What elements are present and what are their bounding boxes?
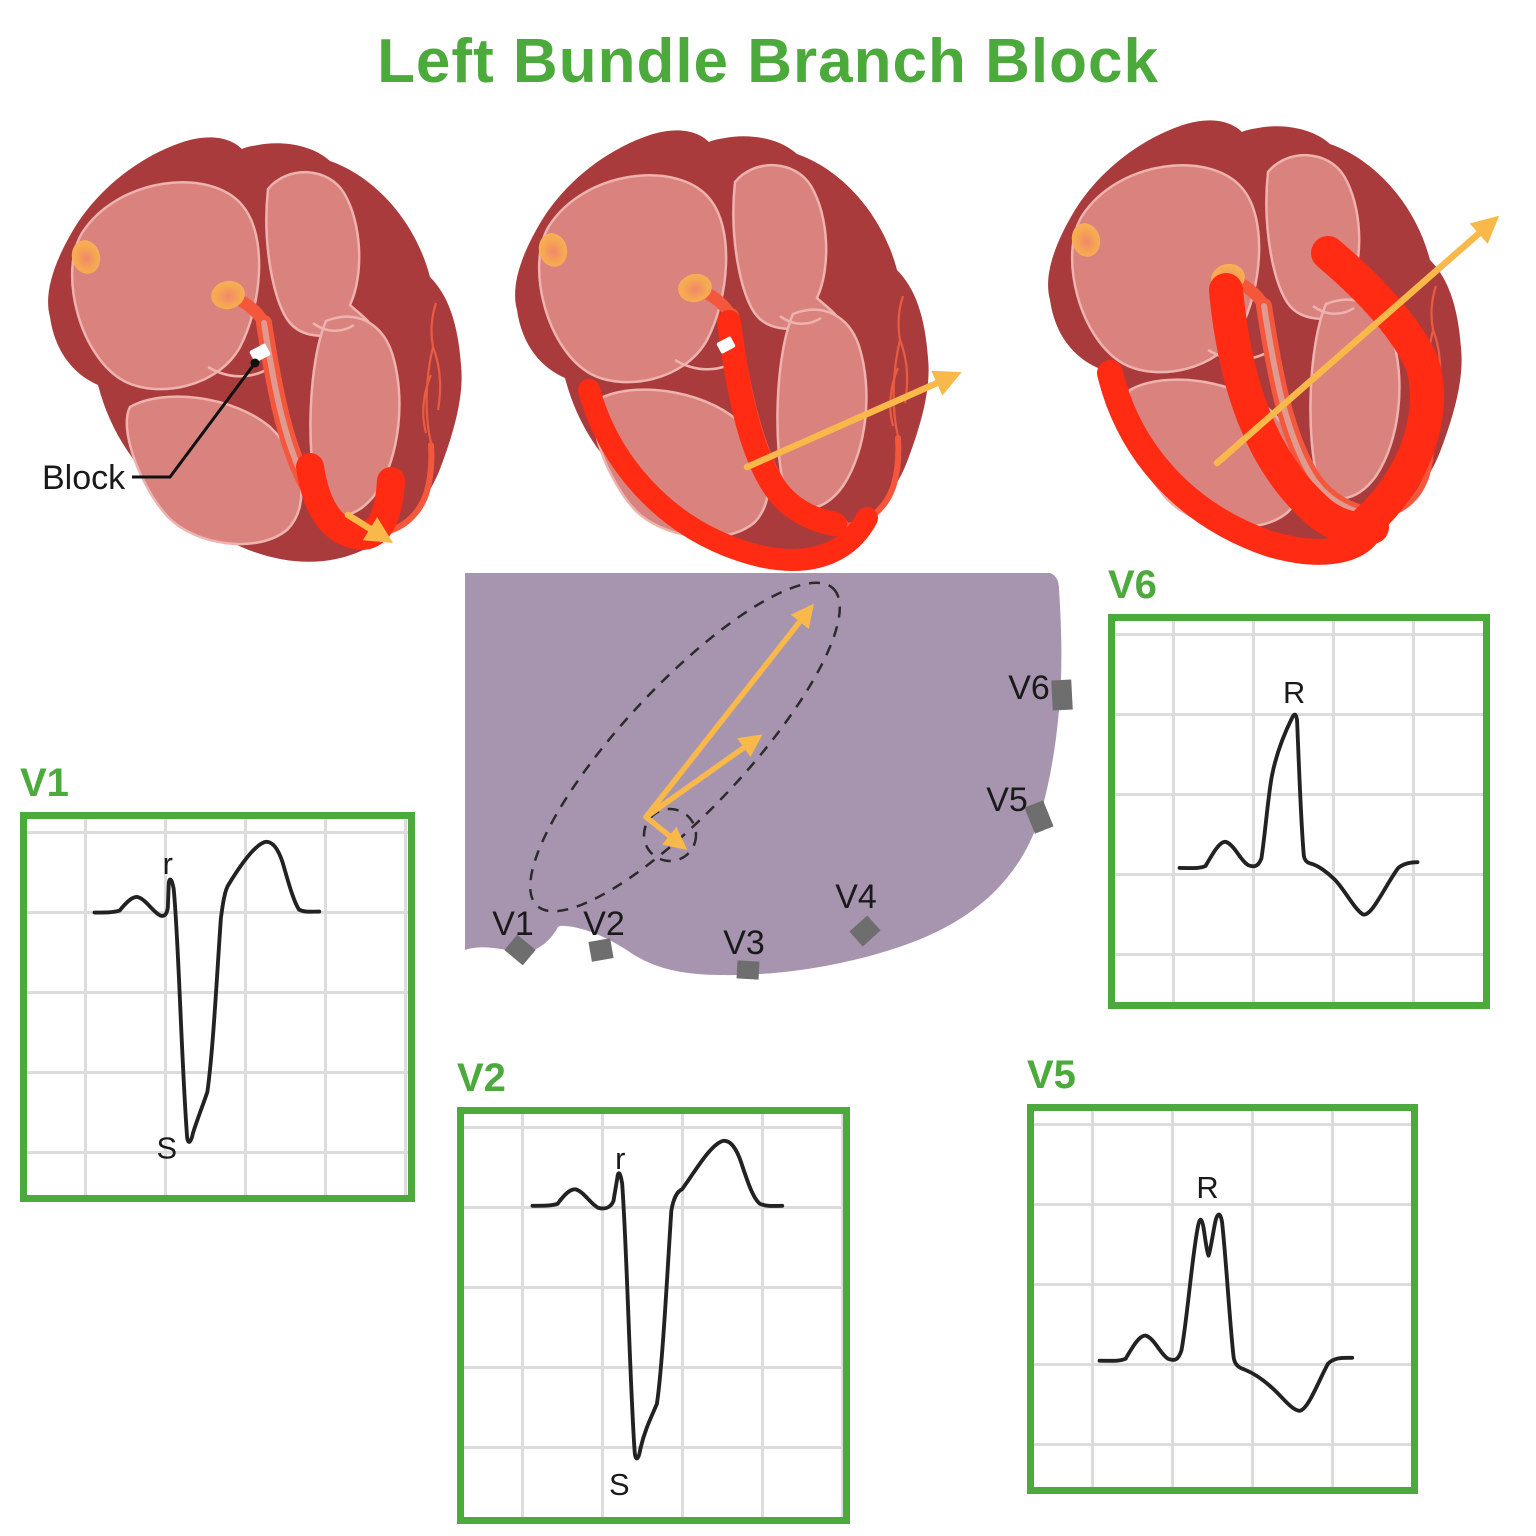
ecg-panel-v2-label: V2 xyxy=(457,1056,506,1100)
lead-label-v2: V2 xyxy=(583,905,625,943)
ecg-trace-v2: r S xyxy=(530,1138,785,1502)
ecg-panel-v1: V1 r S xyxy=(20,763,415,1202)
electrodes xyxy=(504,679,1073,980)
electrode-v2 xyxy=(588,938,614,962)
ecg-panel-v6-label: V6 xyxy=(1108,563,1157,607)
wave-label-r: R xyxy=(1196,1170,1218,1205)
page-title: Left Bundle Branch Block xyxy=(377,27,1159,96)
electrode-v5 xyxy=(1024,800,1054,834)
lead-label-v6: V6 xyxy=(1008,669,1050,707)
conduction-block-gap xyxy=(249,343,271,363)
septal-vector-arrow xyxy=(643,814,688,851)
wave-label-s: S xyxy=(157,1130,178,1165)
heart-silhouette-dashed xyxy=(528,581,842,913)
wave-label-r: R xyxy=(1283,675,1305,710)
late-lv-arrow xyxy=(1213,215,1500,467)
wave-label-r: r xyxy=(615,1141,625,1176)
heart-stage-2-septal-spread xyxy=(497,118,962,571)
ecg-panel-v1-label: V1 xyxy=(20,761,69,805)
ecg-grid-v6: R xyxy=(1108,614,1490,1009)
electrode-v3 xyxy=(736,960,760,980)
lead-label-v3: V3 xyxy=(723,924,765,962)
ecg-trace-v1: r S xyxy=(92,839,322,1165)
ecg-panel-v2: V2 r S xyxy=(457,1058,850,1524)
mid-activation-arrow xyxy=(743,370,962,471)
ecg-trace-v6: R xyxy=(1177,675,1420,917)
left-wall-activation xyxy=(1097,360,1379,565)
right-wall-activation xyxy=(1311,236,1444,545)
septal-activation-band xyxy=(717,310,847,536)
block-pointer-line xyxy=(132,362,257,479)
chest-cross-section: V1 V2 V3 V4 V5 V6 xyxy=(465,573,1073,980)
mid-vector-arrow xyxy=(643,734,763,820)
heart-stage-3-late-lv-activation xyxy=(1030,108,1500,565)
ecg-panel-v5: V5 R xyxy=(1027,1055,1418,1494)
initial-septal-arrow xyxy=(344,511,394,544)
inferior-wall-activation xyxy=(578,379,878,571)
ecg-panel-v6: V6 R xyxy=(1108,565,1490,1009)
electrode-v6 xyxy=(1051,679,1073,711)
heart-stage-1-block-site: Block xyxy=(30,125,470,585)
lead-label-v4: V4 xyxy=(835,878,877,916)
qrs-vector-arrows xyxy=(643,603,815,851)
electrode-v4 xyxy=(849,915,881,947)
lead-labels: V1 V2 V3 V4 V5 V6 xyxy=(492,669,1050,962)
ecg-grid-v5: R xyxy=(1027,1104,1418,1494)
wave-label-s: S xyxy=(609,1467,630,1502)
ecg-panel-v5-label: V5 xyxy=(1027,1053,1076,1097)
torso-shape xyxy=(465,573,1062,976)
ecg-grid-v2: r S xyxy=(457,1107,850,1524)
conduction-block-gap xyxy=(716,336,736,354)
lead-label-v5: V5 xyxy=(986,781,1028,819)
lead-label-v1: V1 xyxy=(492,905,534,943)
block-label: Block xyxy=(42,459,126,497)
electrode-v1 xyxy=(504,934,536,966)
ecg-grid-v1: r S xyxy=(20,812,415,1202)
ecg-trace-v5: R xyxy=(1097,1170,1355,1413)
late-lv-vector-arrow xyxy=(643,603,815,820)
wave-label-r: r xyxy=(163,846,173,881)
